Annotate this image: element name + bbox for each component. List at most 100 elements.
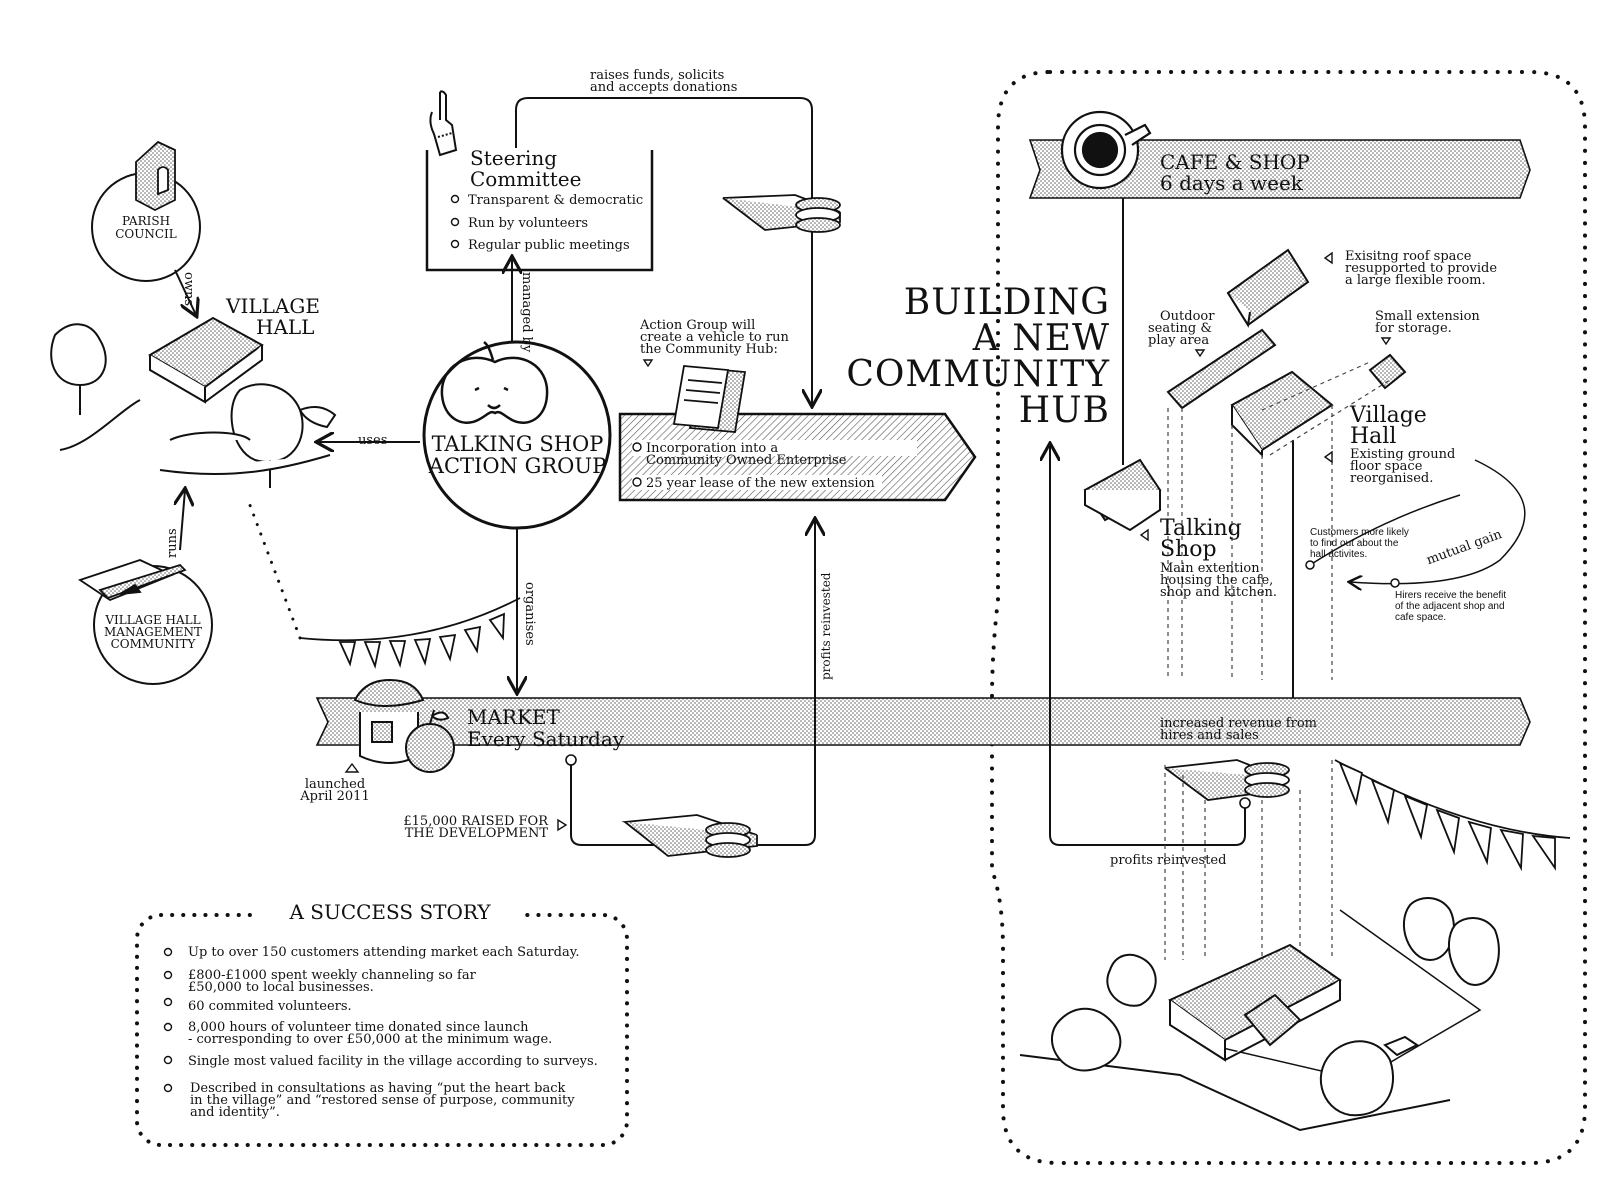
raised-1: £15,000 RAISED FOR (403, 814, 548, 829)
church-icon (135, 140, 176, 212)
pointing-hand-icon (429, 90, 458, 157)
roof-2: resupported to provide (1345, 261, 1498, 276)
raised-2: THE DEVELOPMENT (404, 826, 548, 841)
runs-label: runs (165, 528, 180, 558)
market-apple-icon (405, 709, 455, 773)
talking-shop-line1: TALKING SHOP (431, 432, 604, 456)
village-hall-title-2: HALL (256, 315, 315, 339)
success-item-1: Up to over 150 customers attending marke… (188, 945, 580, 960)
steering-item-1: Transparent & democratic (468, 193, 644, 208)
steering-item-2: Run by volunteers (468, 216, 589, 231)
hirers-3: cafe space. (1395, 612, 1447, 623)
customers-2: to find out about the (1310, 538, 1399, 549)
success-item-6c: and identity”. (190, 1105, 280, 1120)
vh-title-2: Hall (1350, 424, 1397, 449)
success-item-2a: £800-£1000 spent weekly channeling so fa… (188, 968, 476, 983)
cafe-band (1028, 139, 1531, 199)
pointer-triangles (344, 251, 1392, 832)
action-item2: 25 year lease of the new extension (646, 476, 875, 491)
increased-revenue-2: hires and sales (1160, 728, 1259, 743)
projection-lines (1164, 361, 1391, 960)
customers-3: hall activites. (1310, 549, 1368, 560)
organises-label: organises (522, 582, 537, 646)
ts-desc-1: Main extention (1160, 561, 1260, 576)
apple-icon (440, 341, 549, 424)
managed-by-label: managed by (519, 272, 534, 353)
steering-box (425, 150, 654, 272)
outdoor-1: Outdoor (1160, 309, 1215, 324)
talking-shop-line2: ACTION GROUP (428, 454, 607, 478)
bullets (163, 194, 642, 1093)
hub-title-4: HUB (1018, 390, 1110, 431)
small-ext-2: for storage. (1375, 321, 1452, 336)
ts-title-1: Talking (1160, 516, 1242, 541)
action-group-2: create a vehicle to run (640, 330, 789, 345)
management-label-3: COMMUNITY (110, 637, 196, 651)
hub-title-2: A NEW (972, 318, 1110, 359)
action-group-1: Action Group will (640, 318, 756, 333)
village-hall-title-1: VILLAGE (226, 294, 320, 318)
management-label-1: VILLAGE HALL (105, 613, 201, 627)
hirers-2: of the adjacent shop and (1395, 601, 1505, 612)
success-item-6a: Described in consultations as having “pu… (190, 1081, 566, 1096)
parish-label-2: COUNCIL (115, 227, 177, 241)
cafe-title-1: CAFE & SHOP (1160, 150, 1310, 174)
raises-funds-2: and accepts donations (590, 80, 738, 95)
customers-1: Customers more likely (1310, 527, 1409, 538)
owns-label: owns (181, 272, 196, 306)
launched-2: April 2011 (300, 789, 370, 804)
hub-boundary (990, 70, 1587, 1165)
steering-item-3: Regular public meetings (468, 238, 630, 253)
management-label-2: MANAGEMENT (103, 625, 202, 639)
market-title-2: Every Saturday (467, 727, 625, 751)
success-item-4b: - corresponding to over £50,000 at the m… (188, 1032, 553, 1047)
exploded-building (1083, 248, 1407, 532)
outdoor-3: play area (1148, 333, 1210, 348)
document-icon (672, 365, 747, 433)
uses-label: uses (358, 433, 388, 448)
coffee-cup-icon (1060, 110, 1152, 190)
success-item-2b: £50,000 to local businesses. (188, 980, 374, 995)
success-item-6b: in the village” and “restored sense of p… (190, 1093, 575, 1108)
steering-title-1: Steering (470, 146, 558, 170)
vh-desc-2: floor space (1350, 459, 1423, 474)
jam-jar-icon (353, 678, 425, 764)
hirers-1: Hirers receive the benefit (1395, 590, 1507, 601)
ts-title-2: Shop (1160, 537, 1217, 562)
launched-1: launched (304, 777, 366, 792)
roof-1: Exisitng roof space (1345, 249, 1472, 264)
roof-3: a large flexible room. (1345, 273, 1486, 288)
parish-label-1: PARISH (121, 214, 171, 228)
success-item-5: Single most valued facility in the villa… (188, 1054, 598, 1069)
bunting-right (1338, 761, 1556, 872)
profits-reinvested-label: profits reinvested (1110, 853, 1227, 868)
action-item1-2: Community Owned Enterprise (646, 453, 847, 468)
steering-title-2: Committee (470, 167, 582, 191)
vh-desc-1: Existing ground (1350, 447, 1456, 462)
success-title: A SUCCESS STORY (289, 900, 491, 924)
site-illustration (1019, 897, 1500, 1132)
ts-desc-3: shop and kitchen. (1160, 585, 1278, 600)
raises-funds-1: raises funds, solicits (590, 68, 725, 83)
money-icon-hub (1164, 759, 1290, 801)
money-icon-top (722, 194, 841, 233)
pen-paper-icon (77, 559, 187, 602)
market-title-1: MARKET (467, 705, 560, 729)
success-item-3: 60 commited volunteers. (188, 999, 352, 1014)
success-item-4a: 8,000 hours of volunteer time donated si… (188, 1020, 529, 1035)
hub-title-3: COMMUNITY (846, 354, 1110, 395)
action-item1-1: Incorporation into a (646, 441, 779, 456)
vh-title-1: Village (1350, 403, 1427, 428)
village-hall-scene (50, 316, 337, 488)
hub-title-1: BUILDING (903, 282, 1110, 323)
small-ext-1: Small extension (1375, 309, 1480, 324)
ts-desc-2: housing the cafe, (1160, 573, 1274, 588)
cafe-title-2: 6 days a week (1160, 171, 1303, 195)
bunting-left (338, 612, 505, 670)
increased-revenue-1: increased revenue from (1160, 716, 1317, 731)
money-icon-market (621, 814, 758, 858)
action-group-3: the Community Hub: (640, 342, 778, 357)
outdoor-2: seating & (1148, 321, 1212, 336)
profits-reinvested-vertical: profits reinvested (819, 572, 833, 681)
